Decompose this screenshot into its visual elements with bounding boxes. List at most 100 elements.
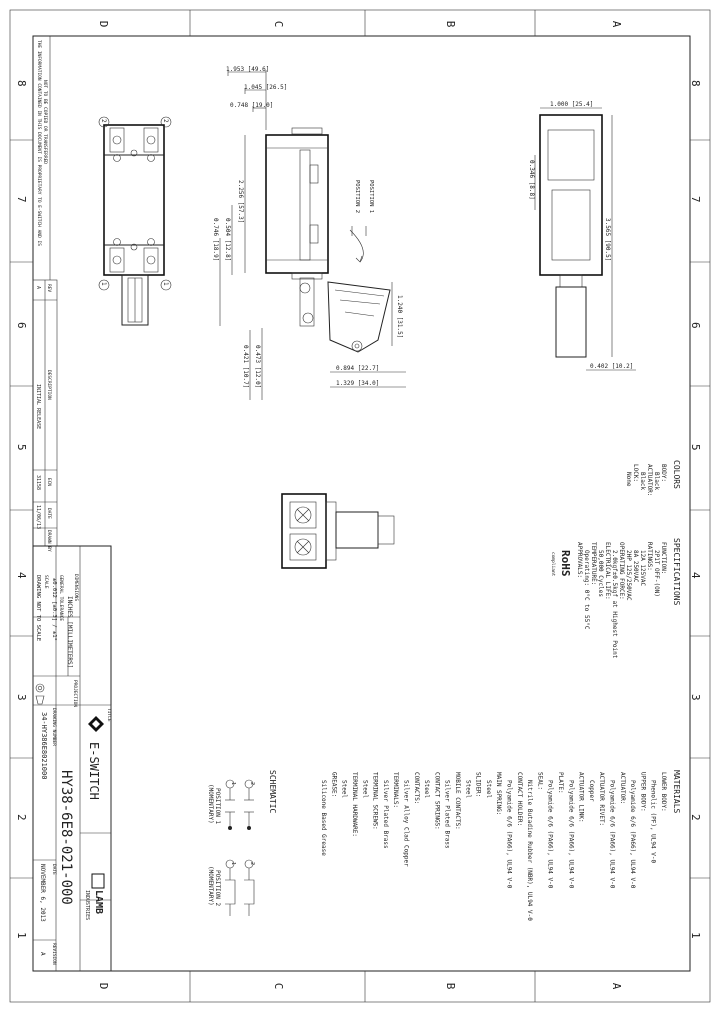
material-label: ACTUATOR RIVET: bbox=[598, 772, 605, 826]
dims-label: DIMENSIONS bbox=[73, 574, 79, 601]
lamb-logo: LAMB INDUSTRIES bbox=[84, 873, 105, 920]
material-value: Steel bbox=[341, 780, 348, 798]
colors-heading: COLORS bbox=[672, 460, 681, 489]
dim-right-height: 0.346 [8.8] bbox=[528, 160, 535, 200]
lock-value: None bbox=[625, 472, 632, 487]
revision-value: A bbox=[39, 952, 46, 956]
zone-letter: A bbox=[610, 983, 623, 990]
material-value: Steel bbox=[361, 780, 368, 798]
rev-row-rev: A bbox=[35, 286, 41, 289]
callout-number: 1 bbox=[162, 282, 169, 286]
rohs-sub: compliant bbox=[550, 552, 556, 577]
temp-value: Operating: 0°C to 55°C bbox=[583, 550, 590, 630]
schem-pos2: POSITION 2 bbox=[214, 870, 221, 907]
schematic-heading: SCHEMATIC bbox=[268, 770, 277, 814]
zone-number: 4 bbox=[689, 572, 702, 579]
material-label: UPPER BODY: bbox=[639, 772, 646, 812]
material-value: Polyamide 6/6 (PA66), UL94 V-0 bbox=[547, 780, 554, 889]
schem-callout: 2 bbox=[249, 862, 255, 865]
specifications-section: SPECIFICATIONS FUNCTION: 2P1T OFF-(ON) R… bbox=[550, 538, 681, 659]
material-value: Copper bbox=[588, 780, 595, 802]
proprietary-notice-1: THE INFORMATION CONTAINED IN THIS DOCUME… bbox=[36, 40, 42, 246]
top-view: 1.000 [25.4] 0.346 [8.8] 3.565 [90.5] 0.… bbox=[528, 101, 636, 371]
zone-number: 8 bbox=[15, 80, 28, 87]
zone-letter: C bbox=[272, 983, 285, 990]
zone-letter: D bbox=[97, 21, 110, 28]
e-switch-logo: E-SWITCH bbox=[87, 716, 104, 800]
life-value: 50,000 Cycles bbox=[597, 550, 604, 597]
zone-letter: C bbox=[272, 21, 285, 28]
drawing-number-label: DRAWING NUMBER bbox=[51, 708, 57, 746]
lamb-text: LAMB bbox=[93, 890, 104, 914]
zone-number: 5 bbox=[15, 444, 28, 451]
zone-number: 8 bbox=[689, 80, 702, 87]
rev-row-desc: INITIAL RELEASE bbox=[35, 384, 41, 429]
ratings-label: RATINGS: bbox=[646, 542, 653, 571]
zone-numbers-right: 8 7 6 5 4 3 2 1 bbox=[689, 80, 702, 939]
part-number: HY38-6E8-021-000 bbox=[58, 770, 74, 905]
body-value: Black bbox=[653, 472, 660, 490]
position-2-label: POSITION 2 bbox=[354, 180, 360, 213]
material-label: TERMINALS: bbox=[392, 772, 399, 808]
ratings-1: 12A 125VAC bbox=[639, 550, 646, 587]
material-value: Silver Plated Brass bbox=[382, 780, 389, 849]
zone-number: 2 bbox=[689, 814, 702, 821]
title-block: DIMENSIONS INCHES [MILLIMETERS] GENERAL … bbox=[32, 545, 112, 972]
front-view: 2 2 1 1 bbox=[98, 116, 172, 326]
life-label: ELECTRICAL LIFE: bbox=[604, 542, 611, 600]
schem-callout: 1 bbox=[230, 862, 236, 865]
dim-lever-w1: 0.894 [22.7] bbox=[336, 365, 379, 372]
material-label: LOWER BODY: bbox=[660, 772, 667, 812]
zone-number: 6 bbox=[689, 322, 702, 329]
dim-low-1: 0.473 [12.0] bbox=[254, 345, 261, 388]
material-label: MAIN SPRING: bbox=[495, 772, 502, 815]
zone-number: 3 bbox=[689, 694, 702, 701]
zone-number: 3 bbox=[15, 694, 28, 701]
rev-row-ecn: 31158 bbox=[35, 475, 41, 490]
zone-number: 1 bbox=[15, 932, 28, 939]
schem-callout: 1 bbox=[230, 782, 236, 785]
rev-col-date: DATE bbox=[46, 508, 52, 519]
force-label: OPERATING FORCE: bbox=[618, 542, 625, 600]
callout-number: 2 bbox=[162, 119, 169, 123]
material-value: Nitrile Butadine Rubber (NBR), UL94 V-0 bbox=[526, 780, 533, 921]
part-number-small: 34-HY386E8021000 bbox=[40, 712, 48, 779]
zone-letter: B bbox=[444, 983, 457, 990]
projection-label: PROJECTION bbox=[72, 680, 78, 707]
zone-letters-top: D C B A bbox=[97, 21, 623, 28]
temp-label: TEMPERATURE: bbox=[590, 542, 597, 585]
date-label: DATE bbox=[51, 864, 57, 875]
dim-height-2: 0.504 [12.8] bbox=[224, 218, 231, 261]
callout-number: 2 bbox=[100, 119, 107, 123]
body-label: BODY: bbox=[660, 464, 667, 482]
tolerance-value: ±0.012 [±0.3] / ±1° bbox=[51, 578, 57, 641]
dim-top-2: 1.045 [26.5] bbox=[244, 84, 287, 91]
material-value: Polyamide 6/6 (PA66), UL94 V-0 bbox=[629, 780, 636, 889]
ratings-2: 8A 250VAC bbox=[632, 550, 639, 583]
schem-pos1: POSITION 1 bbox=[214, 788, 221, 825]
material-value: Polyamide 6/6 (PA66), UL94 V-0 bbox=[506, 780, 513, 889]
zone-number: 2 bbox=[15, 814, 28, 821]
material-label: MOBILE CONTACTS: bbox=[454, 772, 461, 830]
material-value: Silver Alloy Clad Copper bbox=[403, 780, 410, 867]
material-label: CONTACT SPRINGS: bbox=[433, 772, 440, 830]
zone-number: 7 bbox=[689, 196, 702, 203]
dimension-lines-side: 1.953 [49.6] 1.045 [26.5] 0.748 [19.0] 2… bbox=[212, 66, 406, 400]
schem-callout: 2 bbox=[249, 782, 255, 785]
zone-number: 4 bbox=[15, 572, 28, 579]
actuator-value: Black bbox=[639, 472, 646, 490]
function-label: FUNCTION: bbox=[660, 542, 667, 575]
function-value: 2P1T OFF-(ON) bbox=[653, 550, 660, 597]
rohs-mark: RoHS bbox=[559, 550, 572, 577]
material-label: TERMINAL SCREWS: bbox=[372, 772, 379, 830]
dim-top-1: 1.953 [49.6] bbox=[226, 66, 269, 73]
material-label: PLATE: bbox=[557, 772, 564, 794]
approvals-label: APPROVALS: bbox=[576, 542, 583, 578]
material-value: Phenolic (PF), UL94 V-0 bbox=[650, 780, 657, 863]
zone-letter: D bbox=[97, 983, 110, 990]
material-label: ACTUATOR LINK: bbox=[578, 772, 585, 823]
terminal-view bbox=[281, 493, 395, 569]
rev-col-desc: DESCRIPTION bbox=[46, 370, 52, 400]
materials-section: MATERIALS LOWER BODY:Phenolic (PF), UL94… bbox=[320, 770, 681, 921]
